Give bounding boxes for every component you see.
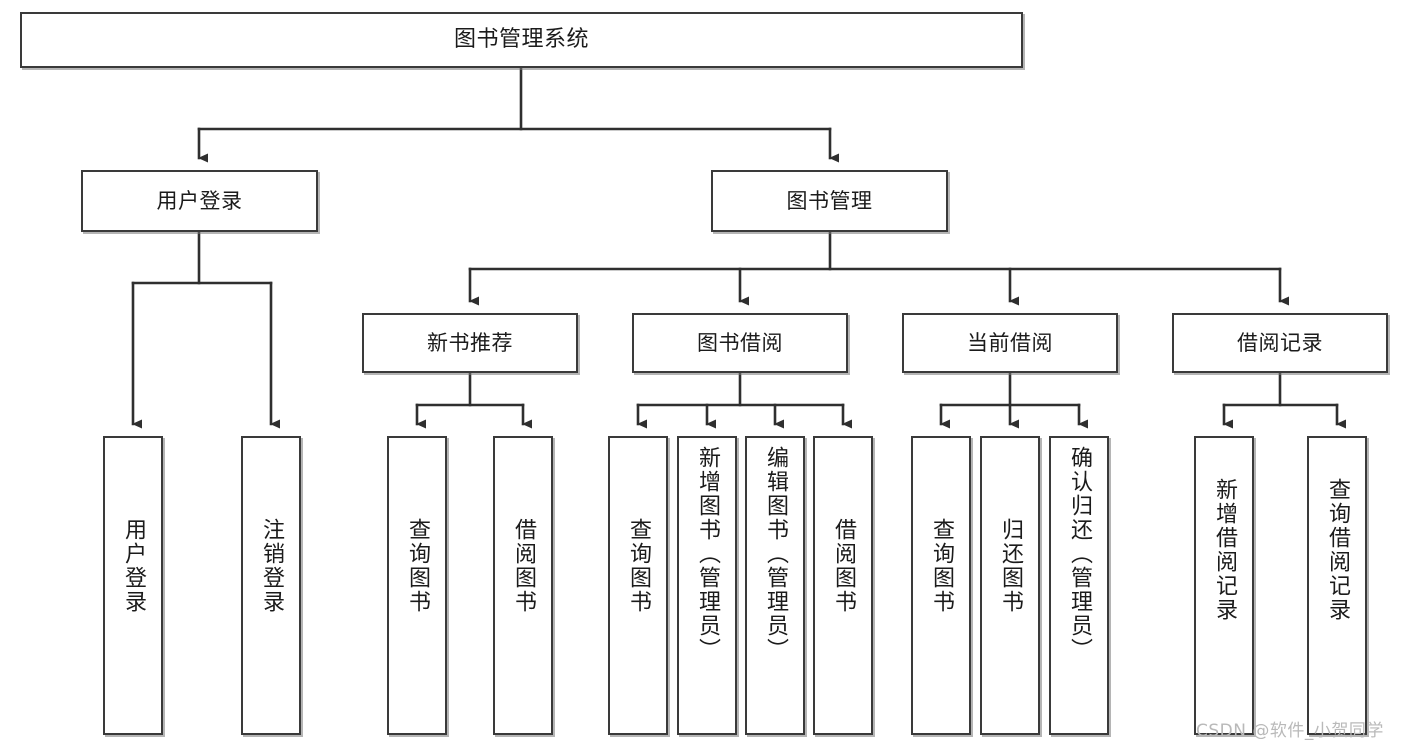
node-label: 图书借阅 xyxy=(697,330,783,355)
node-label: 查询图书 xyxy=(626,518,651,614)
node-label: 归还图书 xyxy=(998,518,1023,614)
leaf-add-record[interactable]: 新增借阅记录 xyxy=(1194,436,1254,735)
leaf-confirm-return[interactable]: 确认归还（管理员） xyxy=(1049,436,1109,735)
leaf-logout[interactable]: 注销登录 xyxy=(241,436,301,735)
node-label: 新增图书（管理员） xyxy=(695,446,720,662)
leaf-return-book[interactable]: 归还图书 xyxy=(980,436,1040,735)
node-label: 确认归还（管理员） xyxy=(1067,446,1092,662)
node-borrow-record[interactable]: 借阅记录 xyxy=(1172,313,1388,373)
node-label: 借阅图书 xyxy=(511,518,536,614)
leaf-user-login[interactable]: 用户登录 xyxy=(103,436,163,735)
node-label: 借阅图书 xyxy=(831,518,856,614)
node-label: 新增借阅记录 xyxy=(1212,478,1237,622)
node-label: 注销登录 xyxy=(259,518,284,614)
node-book-manage[interactable]: 图书管理 xyxy=(711,170,948,232)
node-label: 图书管理系统 xyxy=(453,27,589,53)
node-label: 用户登录 xyxy=(156,188,243,213)
node-label: 图书管理 xyxy=(786,188,873,213)
node-root-system[interactable]: 图书管理系统 xyxy=(20,12,1023,68)
leaf-query-book-3[interactable]: 查询图书 xyxy=(911,436,971,735)
node-book-borrow[interactable]: 图书借阅 xyxy=(632,313,848,373)
leaf-borrow-book-1[interactable]: 借阅图书 xyxy=(493,436,553,735)
node-label: 查询借阅记录 xyxy=(1325,478,1350,622)
node-label: 查询图书 xyxy=(405,518,430,614)
leaf-query-book-1[interactable]: 查询图书 xyxy=(387,436,447,735)
leaf-query-book-2[interactable]: 查询图书 xyxy=(608,436,668,735)
node-label: 用户登录 xyxy=(121,518,146,614)
csdn-watermark: CSDN @软件_小贺同学 xyxy=(1196,721,1384,741)
leaf-add-book[interactable]: 新增图书（管理员） xyxy=(677,436,737,735)
node-current-borrow[interactable]: 当前借阅 xyxy=(902,313,1118,373)
node-label: 借阅记录 xyxy=(1237,330,1323,355)
node-label: 查询图书 xyxy=(929,518,954,614)
leaf-borrow-book-2[interactable]: 借阅图书 xyxy=(813,436,873,735)
node-label: 新书推荐 xyxy=(427,330,513,355)
node-label: 当前借阅 xyxy=(967,330,1053,355)
node-user-login[interactable]: 用户登录 xyxy=(81,170,318,232)
leaf-edit-book[interactable]: 编辑图书（管理员） xyxy=(745,436,805,735)
node-new-book-recommend[interactable]: 新书推荐 xyxy=(362,313,578,373)
leaf-query-record[interactable]: 查询借阅记录 xyxy=(1307,436,1367,735)
node-label: 编辑图书（管理员） xyxy=(763,446,788,662)
